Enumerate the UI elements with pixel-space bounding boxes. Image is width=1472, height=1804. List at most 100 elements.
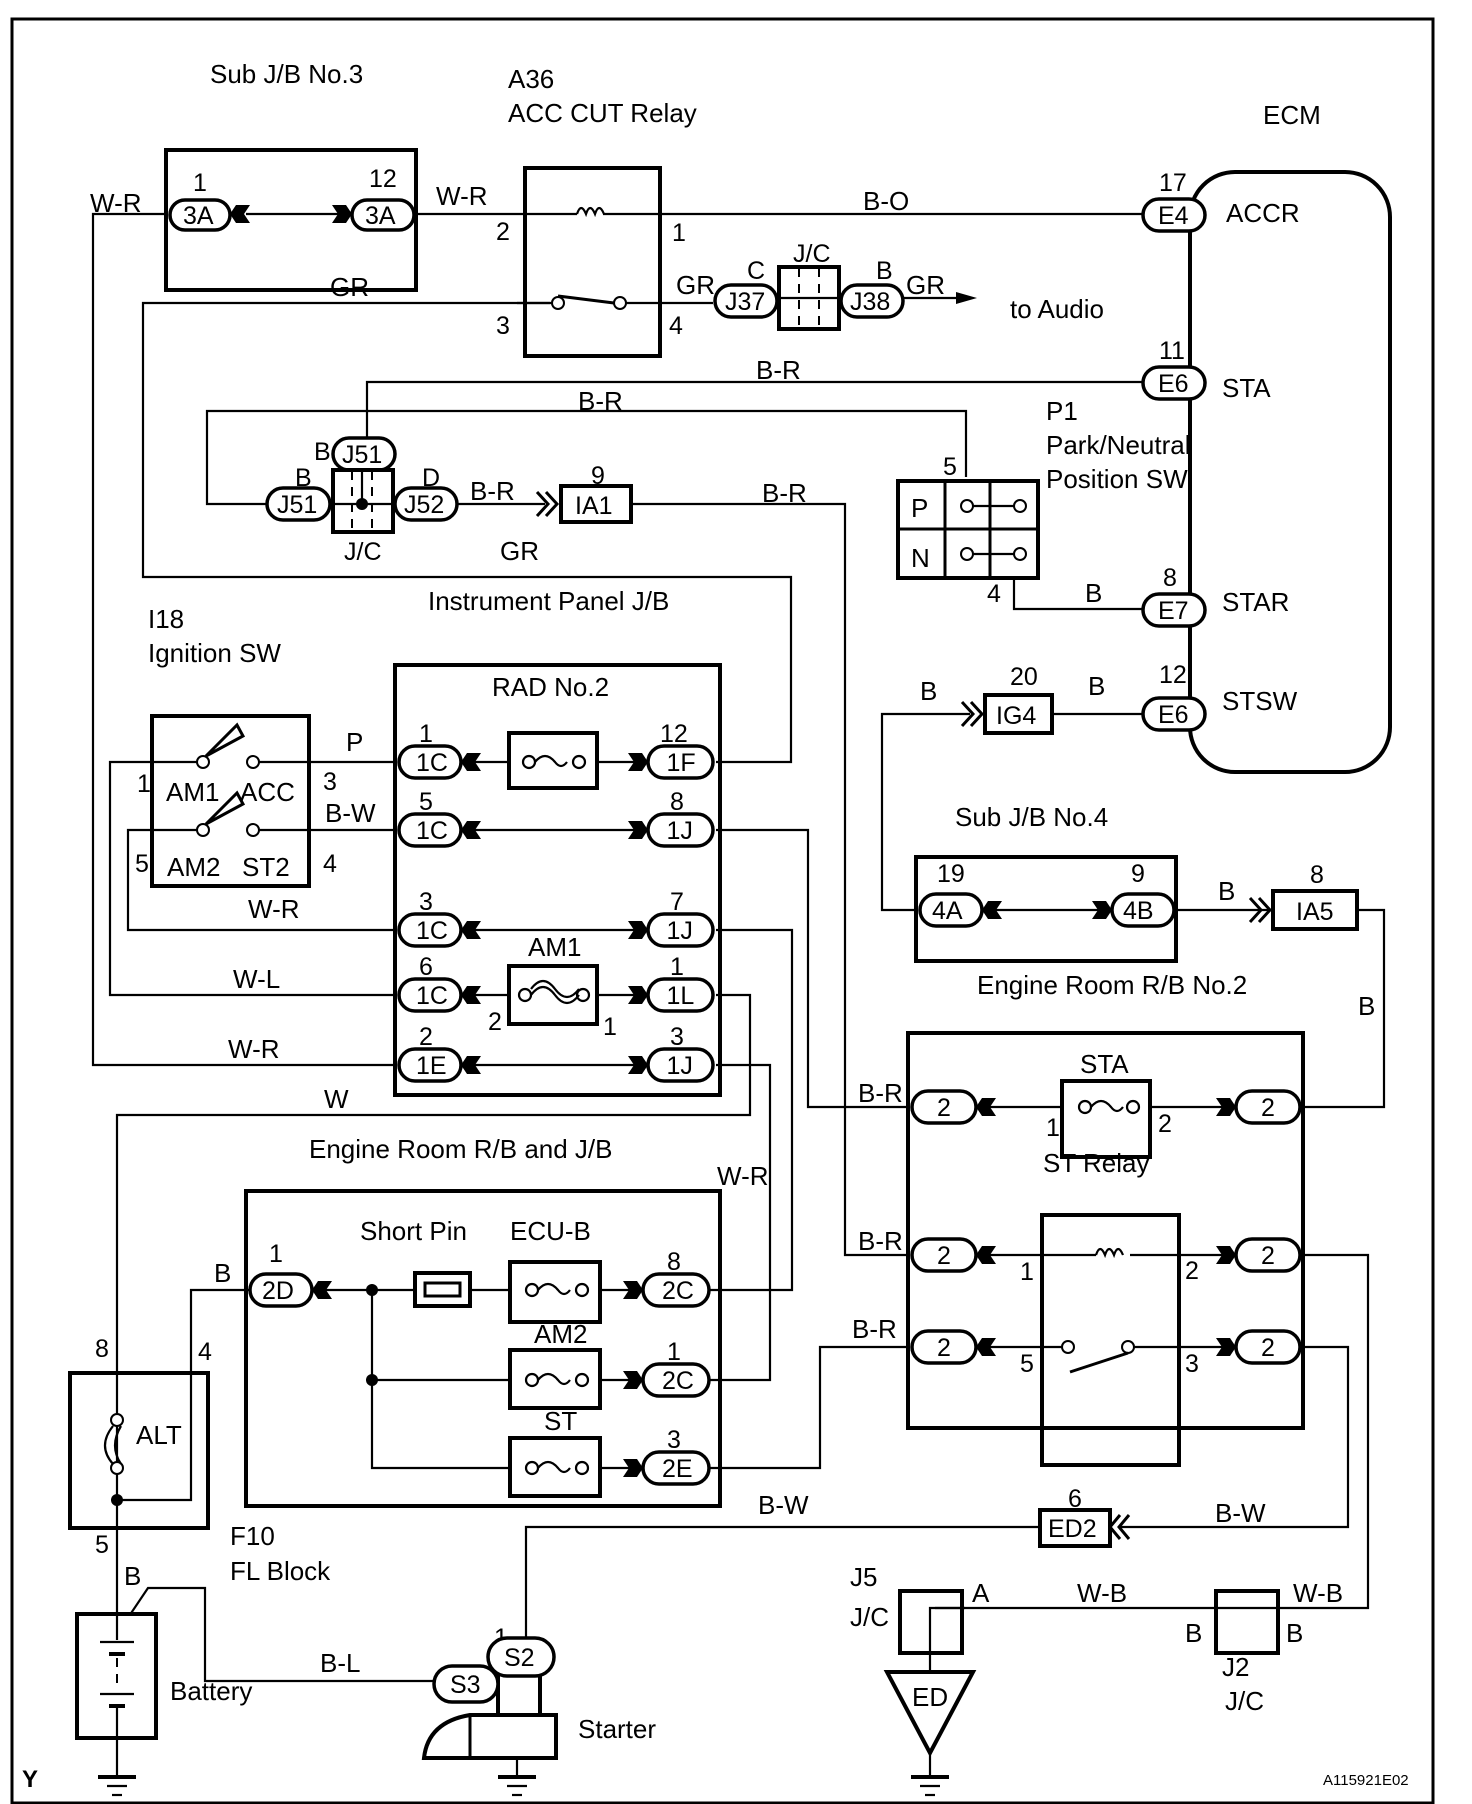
svg-text:5: 5 — [95, 1531, 109, 1559]
connector-3a-left — [168, 198, 232, 232]
svg-text:J/C: J/C — [793, 240, 831, 268]
wire-label-w-r: W-R — [436, 181, 488, 211]
connector-code: 1L — [667, 982, 695, 1010]
connector-code: 1C — [416, 982, 448, 1010]
svg-text:W-R: W-R — [248, 894, 300, 924]
pin-number: 6 — [419, 953, 433, 981]
pin-number: 3 — [667, 1426, 681, 1454]
connector-code: 2 — [937, 1334, 951, 1362]
svg-text:ALT: ALT — [136, 1420, 182, 1450]
pin-number: 7 — [670, 888, 684, 916]
fusible-link-icon — [517, 979, 591, 1005]
svg-text:4: 4 — [198, 1338, 212, 1366]
sub-jb3-right-pin: 12 — [369, 165, 397, 193]
connector-code: 2C — [662, 1277, 694, 1305]
svg-text:B: B — [124, 1561, 141, 1591]
fuse-st — [508, 1436, 602, 1498]
coil-icon — [1094, 1247, 1125, 1259]
svg-text:B: B — [295, 464, 312, 492]
svg-text:5: 5 — [135, 850, 149, 878]
coil-icon — [575, 206, 606, 218]
pin-number: 1 — [667, 1338, 681, 1366]
svg-text:F10: F10 — [230, 1521, 275, 1551]
svg-text:ECU-B: ECU-B — [510, 1216, 591, 1246]
sub-jb3-left-pin: 1 — [193, 169, 207, 197]
svg-text:W-R: W-R — [717, 1161, 769, 1191]
connector-e4 — [1141, 197, 1207, 233]
svg-text:E6: E6 — [1158, 701, 1189, 729]
st-relay-block: STA 1 2 ST Relay 1 2 5 3 B-R B-R B-R — [852, 1031, 1305, 1467]
svg-text:B-R: B-R — [852, 1314, 897, 1344]
svg-text:IG4: IG4 — [996, 702, 1036, 730]
svg-text:B-R: B-R — [578, 386, 623, 416]
svg-text:3A: 3A — [365, 202, 396, 230]
ecm-terminal-star: STAR — [1222, 587, 1289, 617]
engine-room-jb-title: Engine Room R/B and J/B — [309, 1134, 613, 1164]
svg-text:J2: J2 — [1222, 1652, 1249, 1682]
starter-title: Starter — [578, 1714, 656, 1744]
svg-text:D: D — [422, 464, 440, 492]
ecm-title: ECM — [1263, 100, 1321, 130]
st-relay-title: ST Relay — [1043, 1148, 1149, 1178]
sub-jb4-title: Sub J/B No.4 — [955, 802, 1108, 832]
svg-text:J/C: J/C — [344, 538, 382, 566]
svg-text:B-W: B-W — [758, 1490, 809, 1520]
svg-text:J51: J51 — [342, 441, 382, 469]
svg-text:B: B — [214, 1258, 231, 1288]
to-audio-label: to Audio — [1010, 294, 1104, 324]
connector-code: 1C — [416, 749, 448, 777]
svg-text:J/C: J/C — [850, 1602, 889, 1632]
sub-jb-no4: Sub J/B No.4 19 4A 9 4B Engine Room R/B … — [914, 802, 1375, 1021]
connector-3a-right — [350, 198, 416, 232]
svg-text:B-W: B-W — [325, 798, 376, 828]
pin-number: 1 — [670, 953, 684, 981]
svg-text:E7: E7 — [1158, 597, 1189, 625]
connector-1j-right — [646, 812, 715, 848]
svg-text:3: 3 — [1185, 1350, 1199, 1378]
svg-text:J52: J52 — [404, 491, 444, 519]
svg-text:5: 5 — [943, 453, 957, 481]
svg-text:AM2: AM2 — [534, 1319, 587, 1349]
svg-text:2: 2 — [488, 1008, 502, 1036]
svg-text:1: 1 — [672, 219, 686, 247]
svg-text:W-L: W-L — [233, 964, 280, 994]
svg-text:8: 8 — [95, 1335, 109, 1363]
pin-number: 2 — [419, 1023, 433, 1051]
svg-text:N: N — [911, 543, 930, 573]
svg-text:B-R: B-R — [762, 478, 807, 508]
svg-text:ST2: ST2 — [242, 852, 290, 882]
svg-text:17: 17 — [1159, 169, 1187, 197]
connector-e7 — [1141, 592, 1207, 628]
ecm-terminal-stsw: STSW — [1222, 686, 1298, 716]
figure-id: A115921E02 — [1323, 1772, 1409, 1789]
switch-lever-icon — [204, 790, 246, 826]
svg-text:IA5: IA5 — [1296, 898, 1334, 926]
junction-connector-j51: B-R B J51 B J51 J/C D J52 B-R GR 9 IA1 B… — [265, 386, 807, 566]
switch-lever-icon — [204, 722, 246, 758]
svg-text:B-R: B-R — [858, 1226, 903, 1256]
fuse-am2 — [508, 1348, 602, 1410]
svg-text:1: 1 — [269, 1240, 283, 1268]
svg-text:AM1: AM1 — [528, 932, 581, 962]
connector-ig4-group: 20 IG4 — [960, 663, 1054, 735]
ground-circuit: 6 ED2 B-W J5 J/C A W-B ED W-B B B J2 J/C — [850, 1485, 1343, 1797]
arrow-right-icon — [956, 292, 977, 304]
fl-block: 8 4 ALT 5 F10 FL Block B — [68, 1335, 331, 1591]
svg-text:B-R: B-R — [470, 476, 515, 506]
svg-text:20: 20 — [1010, 663, 1038, 691]
connector-ig4 — [983, 693, 1054, 735]
connector-code: 1F — [667, 749, 696, 777]
svg-text:B: B — [1085, 578, 1102, 608]
svg-text:B: B — [1358, 991, 1375, 1021]
starter-body — [421, 1713, 558, 1760]
acc-cut-relay: A36 ACC CUT Relay 2 1 3 4 B-O GR — [496, 64, 909, 358]
svg-text:2: 2 — [1185, 1257, 1199, 1285]
svg-text:1: 1 — [1046, 1114, 1060, 1142]
svg-text:IA1: IA1 — [575, 492, 613, 520]
svg-text:AM2: AM2 — [167, 852, 220, 882]
connector-code: 1J — [667, 817, 693, 845]
connector-arrow-icon — [535, 490, 560, 518]
